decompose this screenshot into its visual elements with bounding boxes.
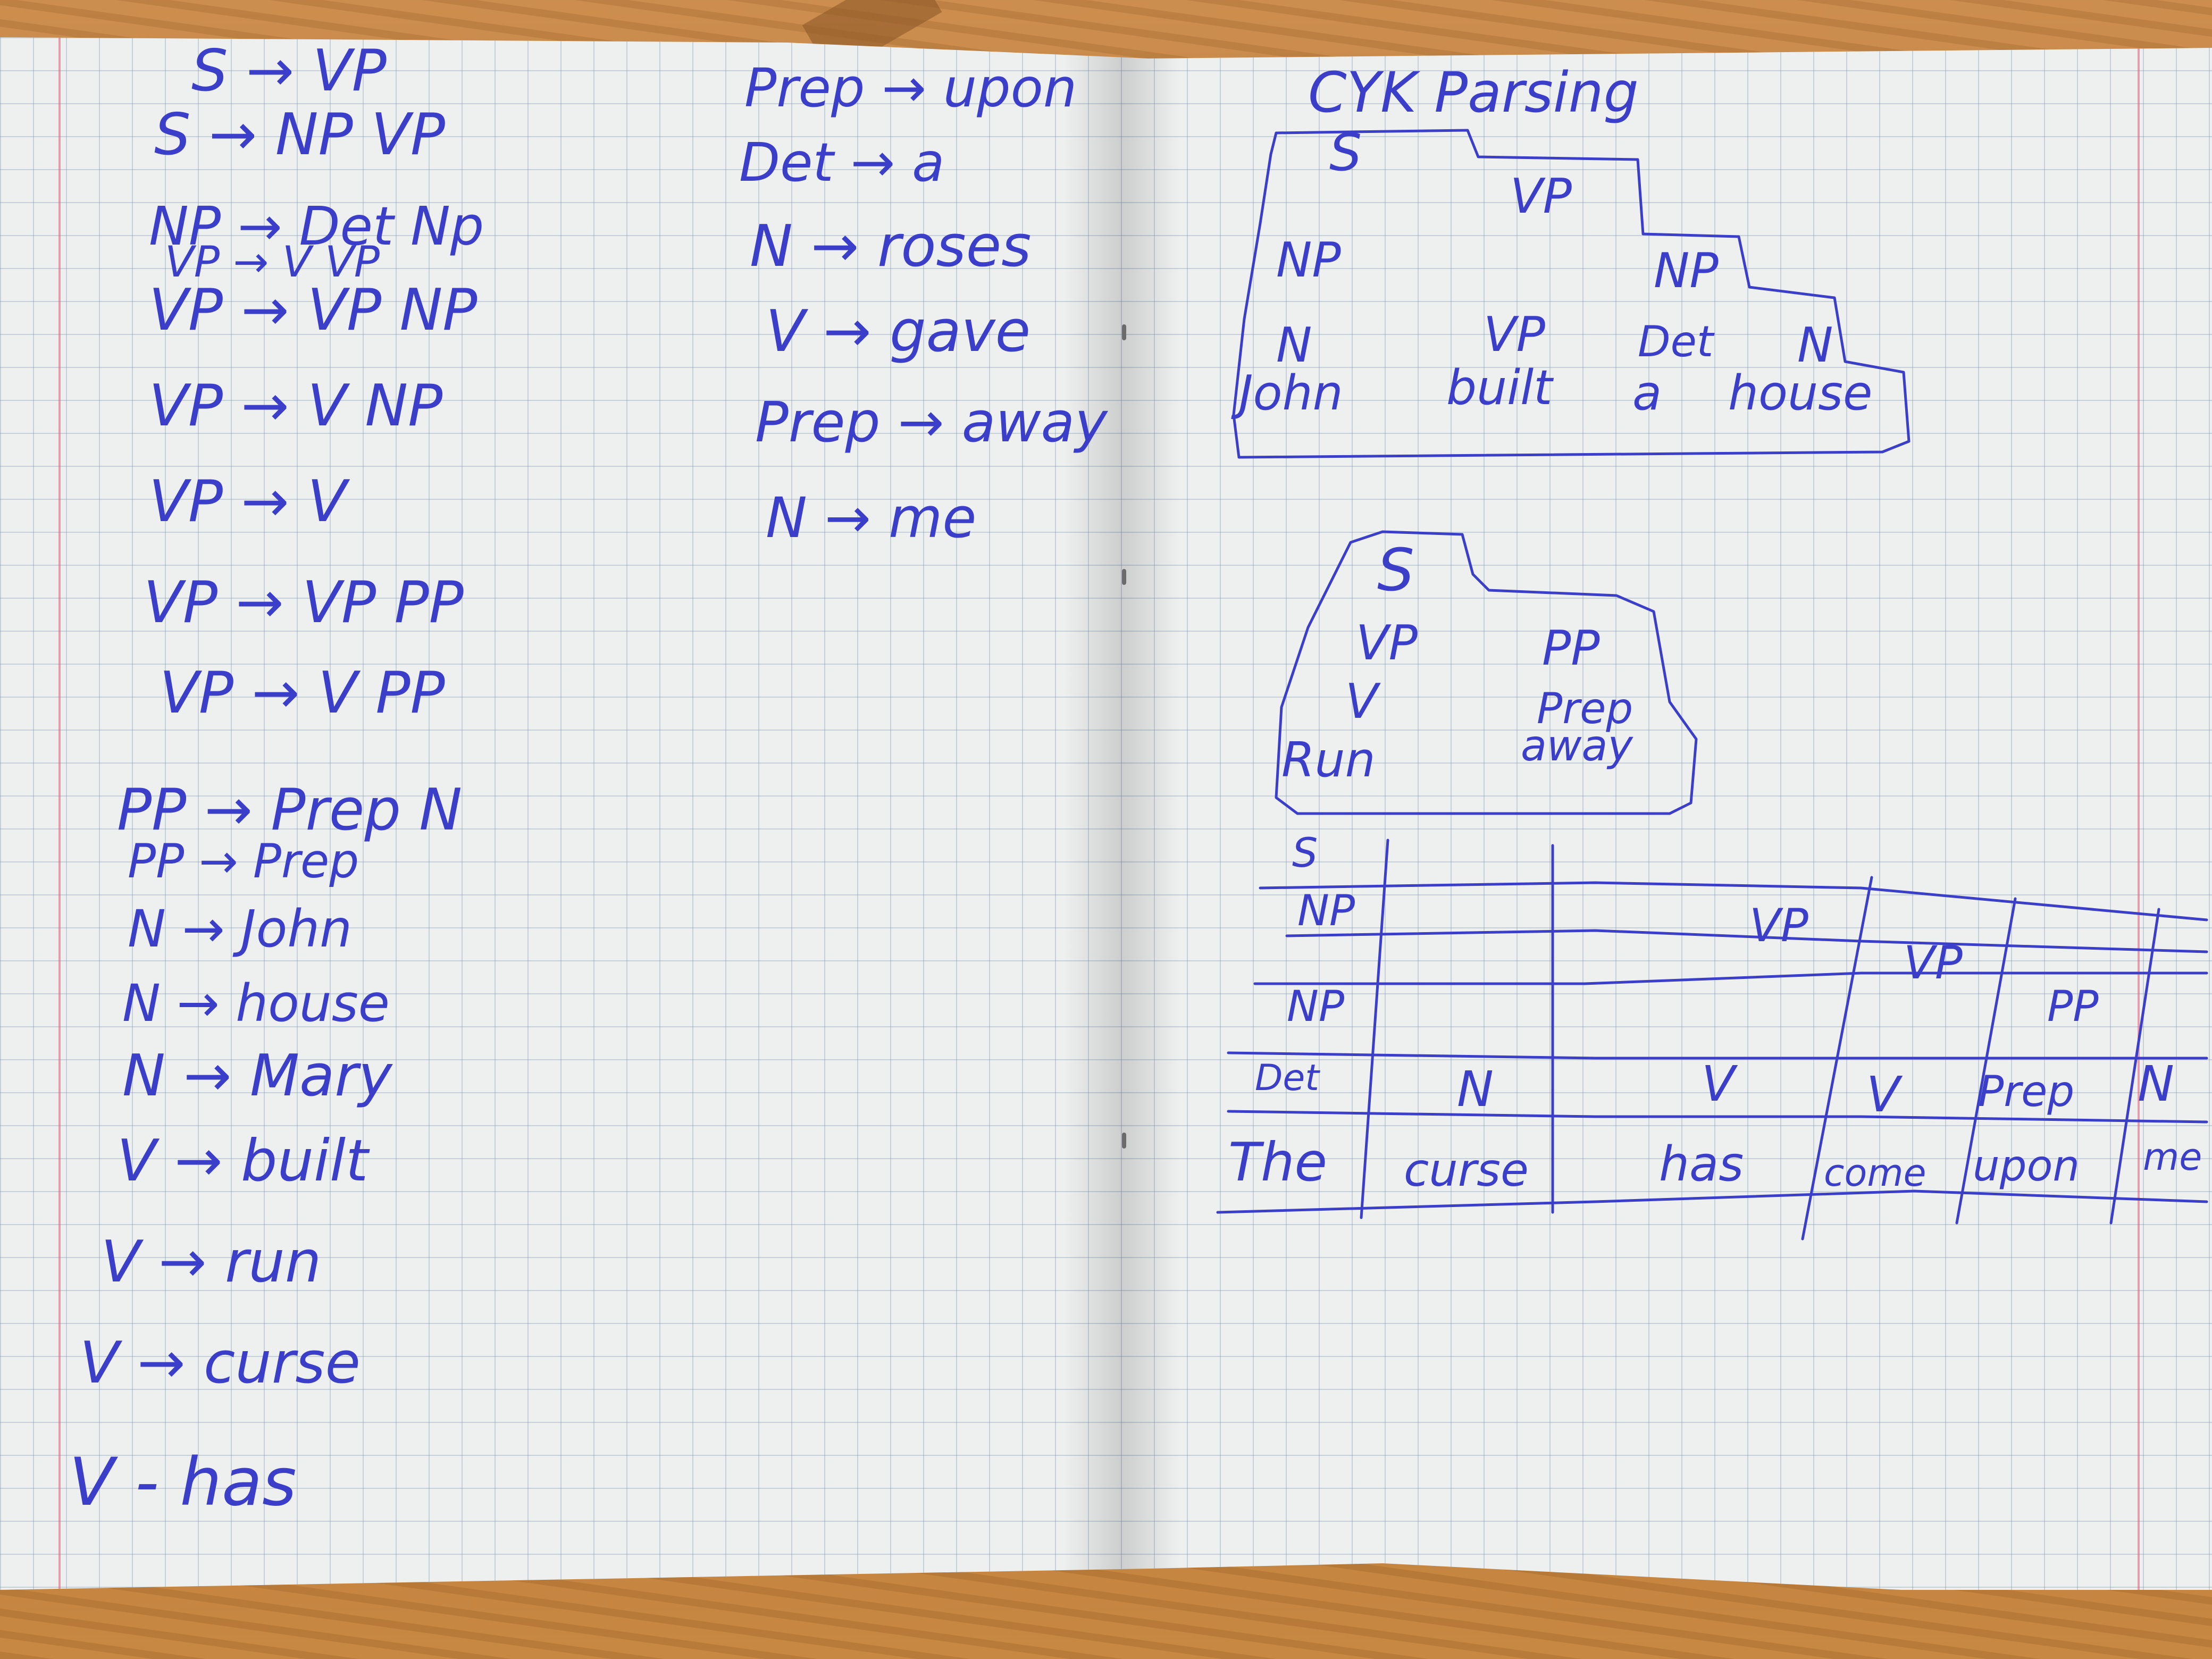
row-label: NP (1297, 886, 1355, 935)
rule: V → curse (80, 1330, 361, 1396)
chart-outline (1232, 129, 1911, 459)
word-label: a (1632, 365, 1662, 421)
rule: N → Mary (122, 1043, 393, 1109)
pos-label: V (1866, 1066, 1903, 1123)
word-label: John (1231, 365, 1343, 421)
word-label: come (1824, 1151, 1926, 1195)
rule: VP → V PP (160, 660, 445, 726)
rule: NP → Det Np (149, 195, 484, 257)
cell-label: VP (1749, 899, 1808, 952)
cell-label: PP (1542, 621, 1600, 676)
column-divider (1360, 839, 1389, 1219)
row-line (1253, 971, 2208, 985)
row-label: NP (1287, 982, 1345, 1031)
rule: VP → V (149, 468, 350, 535)
cell-label: PP (2047, 982, 2099, 1031)
row-line (1227, 1110, 2208, 1124)
rule: S → VP (191, 38, 387, 104)
rule: V → gave (766, 298, 1030, 365)
word-label: curse (1404, 1144, 1529, 1197)
chart-outline (1275, 530, 1698, 815)
word-label: built (1446, 360, 1554, 416)
cell-label: VP (1356, 615, 1418, 671)
rule: N → me (766, 485, 976, 550)
cell-label: VP (1484, 307, 1546, 363)
rule: N → roses (750, 213, 1031, 280)
row-line (1227, 1051, 2208, 1060)
rule: V - has (69, 1444, 297, 1521)
rule: PP → Prep N (117, 777, 462, 843)
cell-label: VP (1904, 936, 1963, 990)
binding-stitch (1122, 569, 1126, 585)
pos-label: N (1457, 1061, 1494, 1118)
cell-label: Det (1638, 317, 1715, 366)
word-label: Run (1281, 732, 1376, 788)
word-label: has (1659, 1136, 1744, 1192)
column-divider (1955, 897, 2017, 1225)
cell-label: S (1377, 536, 1414, 604)
cell-label: Prep (1537, 684, 1633, 733)
cell-label: NP (1276, 232, 1341, 288)
column-divider (2109, 908, 2160, 1225)
rule: Prep → upon (744, 57, 1077, 119)
rule: V → run (101, 1229, 321, 1295)
notebook-spread (0, 37, 2212, 1590)
pos-label: N (2138, 1055, 2174, 1112)
pos-label: V (1702, 1055, 1738, 1112)
row-line (1259, 881, 2208, 921)
row-line (1285, 929, 2208, 953)
row-line (1216, 1189, 2208, 1214)
grammar-rules-left: S → VP S → NP VP NP → Det Np VP → V VP V… (69, 38, 484, 1521)
cyk-chart-the-curse-has-come-upon-me: S NP NP Det VP VP PP N V V Prep N The cu… (1216, 829, 2208, 1241)
right-margin-line (2138, 37, 2140, 1590)
row-label: S (1292, 829, 1318, 876)
cyk-chart-run-away: S VP PP V Prep Run away (1275, 530, 1698, 815)
left-margin-line (58, 37, 61, 1590)
rule: VP → VP NP (149, 277, 477, 343)
rule: PP → Prep (128, 834, 359, 889)
cell-label: V (1345, 674, 1381, 730)
cell-label: S (1329, 123, 1362, 182)
cyk-chart-john-built-a-house: S VP NP NP N VP Det N John built a house (1231, 123, 1911, 459)
rule: VP → V NP (149, 373, 442, 439)
page-title: CYK Parsing (1308, 60, 1639, 125)
word-label: me (2143, 1135, 2202, 1179)
cell-label: N (1276, 317, 1312, 373)
cell-label: VP (1510, 169, 1572, 224)
rule: Det → a (739, 131, 944, 194)
rule: S → NP VP (154, 102, 445, 168)
word-label: away (1521, 721, 1633, 770)
word-label: upon (1973, 1141, 2080, 1191)
word-label: The (1228, 1131, 1327, 1193)
rule: V → built (117, 1128, 370, 1194)
rule: Prep → away (755, 390, 1108, 455)
row-label: Det (1255, 1057, 1320, 1099)
rule: VP → V VP (165, 237, 380, 287)
word-label: house (1728, 365, 1872, 421)
grammar-rules-right: Prep → upon Det → a N → roses V → gave P… (739, 57, 1108, 550)
cell-label: NP (1654, 243, 1719, 299)
rule: VP → VP PP (144, 569, 464, 636)
binding-stitch (1122, 324, 1126, 340)
cell-label: N (1797, 317, 1833, 373)
binding-stitch (1122, 1133, 1126, 1149)
pos-label: Prep (1978, 1067, 2074, 1116)
rule: N → house (122, 974, 390, 1033)
rule: N → John (128, 899, 352, 959)
